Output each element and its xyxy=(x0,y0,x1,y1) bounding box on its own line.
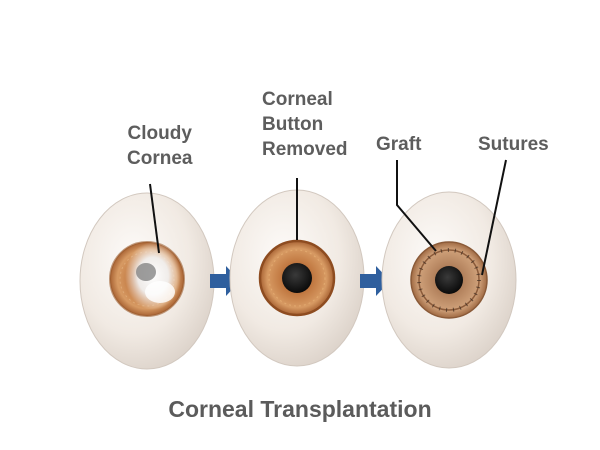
label-line: Cloudy xyxy=(127,123,192,144)
pointer-line-cloudy-cornea xyxy=(149,183,160,254)
label-line: Removed xyxy=(262,139,348,160)
pointer-line-sutures xyxy=(481,159,507,276)
label-sutures: Sutures xyxy=(478,134,549,155)
eye-graft xyxy=(381,191,517,369)
eye-cloudy-cornea xyxy=(79,192,215,370)
label-line: Corneal xyxy=(262,89,333,110)
pointer-line-graft xyxy=(396,160,437,252)
label-line: Cornea xyxy=(127,148,193,169)
eye-button-removed xyxy=(229,189,365,367)
diagram-caption: Corneal Transplantation xyxy=(168,396,432,422)
label-graft: Graft xyxy=(376,134,422,155)
label-line: Button xyxy=(262,114,324,135)
label-button-removed: Corneal Button Removed xyxy=(262,87,348,162)
label-cloudy-cornea: Cloudy Cornea xyxy=(127,121,192,171)
